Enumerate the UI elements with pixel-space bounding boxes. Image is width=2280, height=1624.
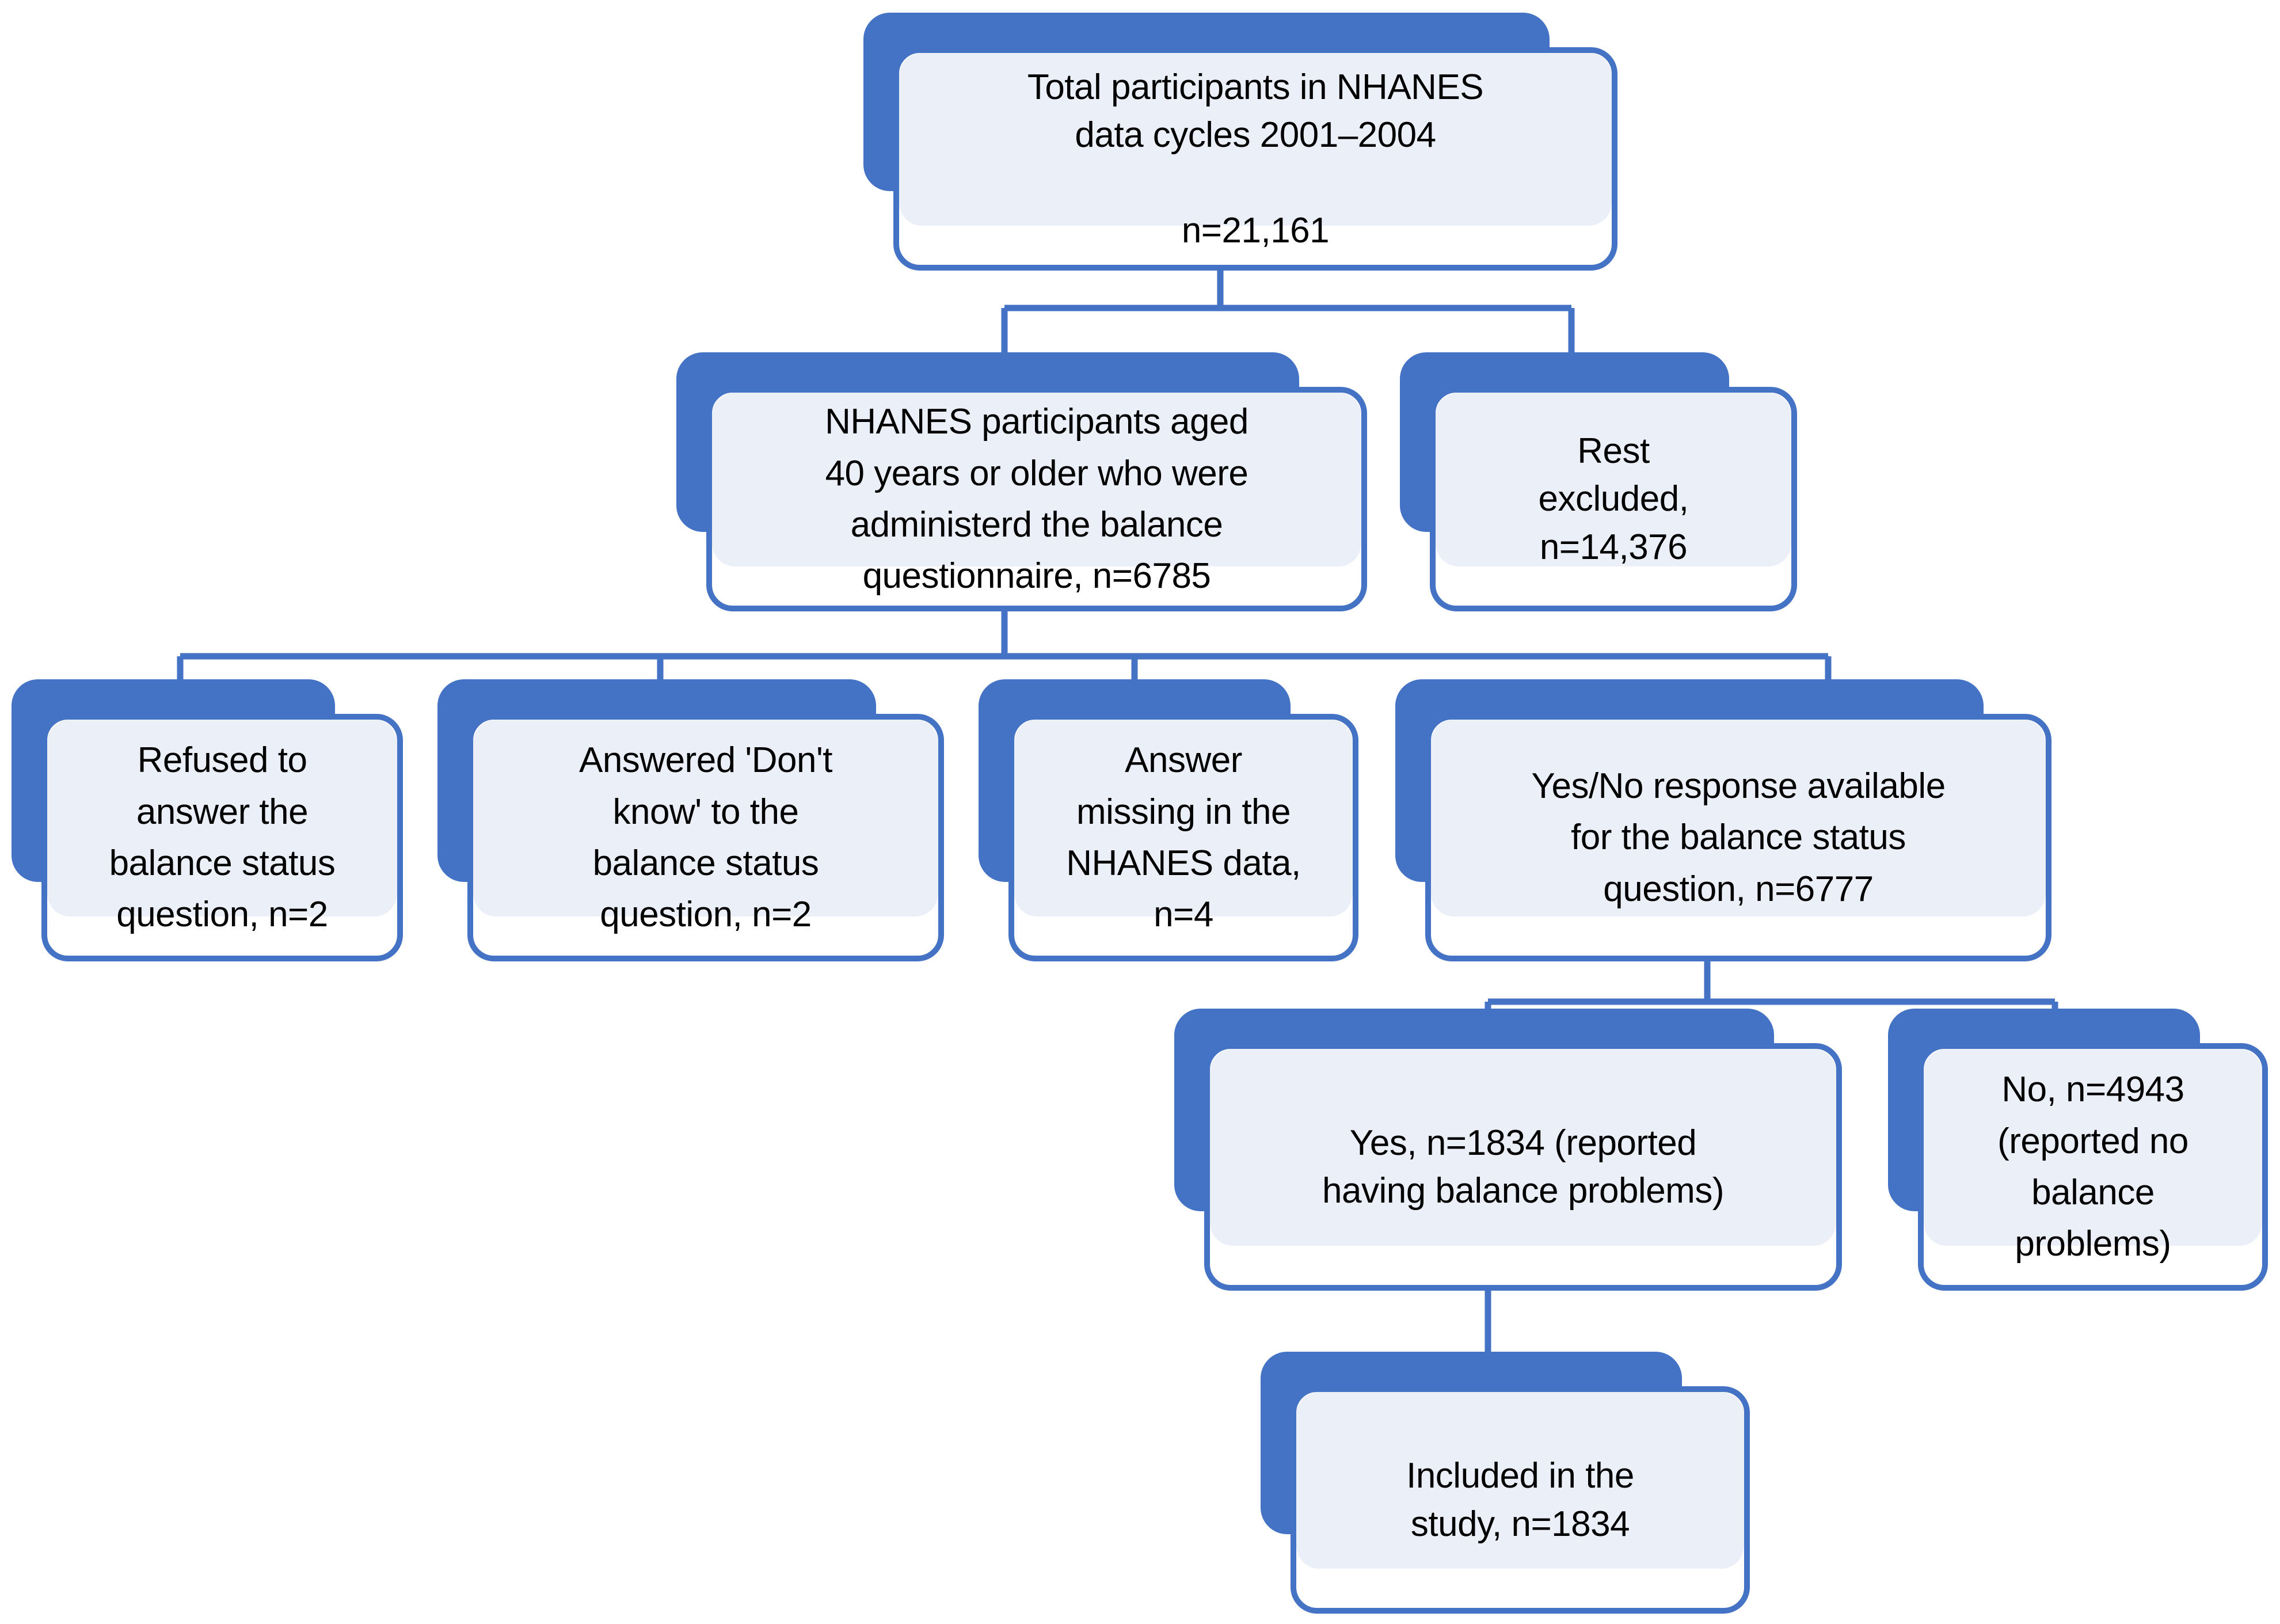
node-fill — [899, 53, 1612, 226]
node-answer-missing[interactable]: Answer missing in the NHANES data, n=4 — [979, 679, 1358, 961]
node-label: Yes/No response available for the balanc… — [1531, 766, 1946, 909]
node-answered-dont-know[interactable]: Answered 'Don't know' to the balance sta… — [437, 679, 944, 961]
node-label: Included in the study, n=1834 — [1406, 1456, 1634, 1544]
node-refused-to-answer[interactable]: Refused to answer the balance status que… — [12, 679, 403, 961]
node-label: Yes, n=1834 (reported having balance pro… — [1322, 1123, 1724, 1211]
node-aged-40-plus[interactable]: NHANES participants aged 40 years or old… — [676, 352, 1367, 611]
node-fill — [1210, 1049, 1836, 1246]
node-label: Refused to answer the balance status que… — [109, 740, 336, 935]
node-yes-no-response-available[interactable]: Yes/No response available for the balanc… — [1395, 679, 2051, 961]
node-included-in-study[interactable]: Included in the study, n=1834 — [1261, 1352, 1750, 1614]
node-total-participants[interactable]: Total participants in NHANES data cycles… — [863, 13, 1617, 271]
node-fill — [1924, 1049, 2262, 1246]
node-fill — [1436, 393, 1791, 566]
node-fill — [1431, 720, 2046, 916]
node-yes-balance-problems[interactable]: Yes, n=1834 (reported having balance pro… — [1174, 1009, 1842, 1291]
node-label: Answered 'Don't know' to the balance sta… — [578, 740, 833, 935]
node-rest-excluded[interactable]: Rest excluded, n=14,376 — [1400, 352, 1797, 611]
node-no-balance-problems[interactable]: No, n=4943 (reported no balance problems… — [1888, 1009, 2268, 1291]
node-fill — [473, 720, 938, 916]
node-label: NHANES participants aged 40 years or old… — [825, 402, 1249, 596]
node-label: Rest excluded, n=14,376 — [1538, 431, 1689, 567]
node-fill — [1296, 1392, 1744, 1569]
node-label: Total participants in NHANES data cycles… — [1027, 67, 1484, 251]
node-label: No, n=4943 (reported no balance problems… — [1997, 1070, 2188, 1264]
node-fill — [47, 720, 397, 916]
node-fill — [712, 393, 1361, 566]
node-fill — [1014, 720, 1353, 916]
node-label: Answer missing in the NHANES data, n=4 — [1066, 740, 1301, 935]
